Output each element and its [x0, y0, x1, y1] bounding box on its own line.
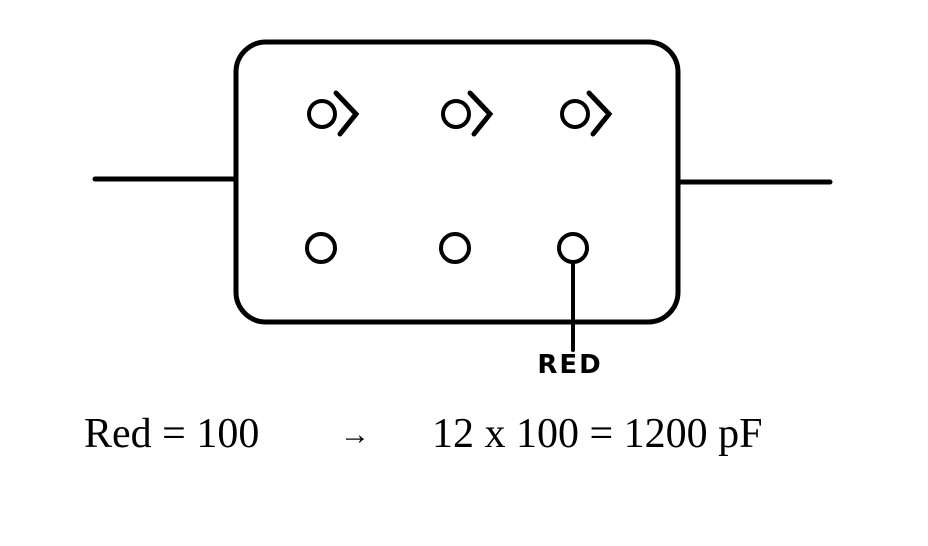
- capacitor-body: [233, 39, 681, 325]
- color-dot-3-red: [557, 232, 589, 264]
- red-label: RED: [537, 350, 603, 380]
- equation-right: 12 x 100 = 1200 pF: [432, 411, 763, 457]
- top-marker-3: [560, 90, 613, 137]
- color-dot-1: [305, 232, 337, 264]
- top-marker-2: [441, 90, 494, 137]
- equation-left: Red = 100: [84, 411, 260, 457]
- color-dot-2: [439, 232, 471, 264]
- top-marker-1: [307, 90, 360, 137]
- arrow-icon: →: [340, 418, 370, 451]
